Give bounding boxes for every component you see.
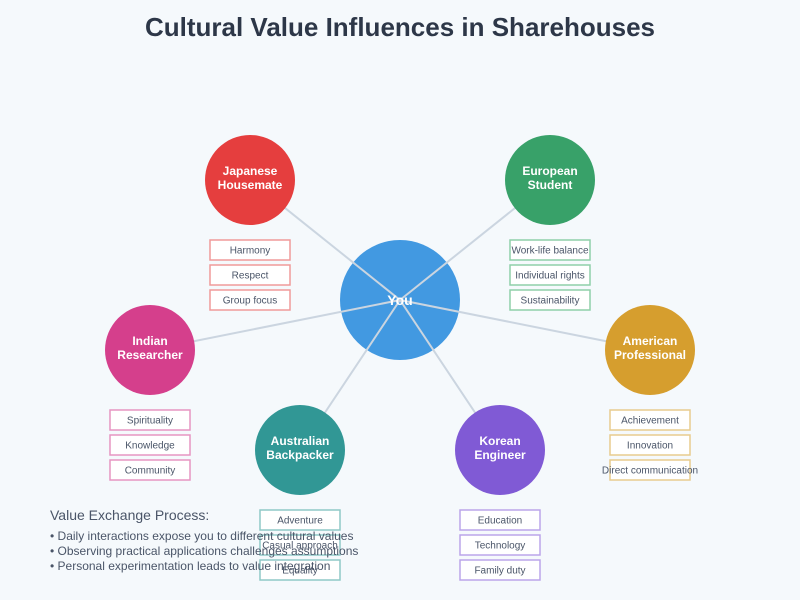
node-korean: KoreanEngineerEducationTechnologyFamily … — [455, 405, 545, 581]
european-label-line: European — [522, 164, 577, 178]
value-label: Technology — [475, 541, 526, 552]
legend-item-1: • Daily interactions expose you to diffe… — [50, 529, 353, 543]
value-box — [259, 559, 341, 581]
value-box — [109, 459, 191, 481]
value-label: Innovation — [627, 441, 673, 452]
value-label: Community — [125, 466, 176, 477]
japanese-circle — [205, 135, 295, 225]
value-box — [509, 264, 591, 286]
value-label: Harmony — [230, 246, 271, 257]
value-label: Work-life balance — [511, 246, 589, 257]
american-label-line: American — [623, 334, 678, 348]
node-american: AmericanProfessionalAchievementInnovatio… — [602, 305, 698, 481]
value-label: Equality — [282, 566, 318, 577]
korean-label-line: Engineer — [474, 448, 526, 462]
value-box — [459, 559, 541, 581]
node-indian: IndianResearcherSpiritualityKnowledgeCom… — [105, 305, 195, 481]
australian-label-line: Backpacker — [266, 448, 334, 462]
value-label: Direct communication — [602, 466, 698, 477]
value-box — [459, 509, 541, 531]
value-box — [609, 459, 691, 481]
japanese-label-line: Housemate — [218, 178, 283, 192]
legend-title: Value Exchange Process: — [50, 507, 209, 523]
value-box — [509, 239, 591, 261]
value-box — [259, 509, 341, 531]
legend-item-2: • Observing practical applications chall… — [50, 544, 358, 558]
value-label: Knowledge — [125, 441, 175, 452]
value-label: Adventure — [277, 516, 323, 527]
australian-label-line: Australian — [271, 434, 330, 448]
indian-label-line: Researcher — [117, 348, 183, 362]
legend-item-3: • Personal experimentation leads to valu… — [50, 559, 330, 573]
page-title: Cultural Value Influences in Sharehouses — [144, 12, 656, 42]
center-label: You — [387, 292, 412, 308]
value-label: Education — [478, 516, 522, 527]
korean-circle — [455, 405, 545, 495]
value-box — [109, 409, 191, 431]
indian-label-line: Indian — [132, 334, 167, 348]
value-label: Individual rights — [515, 271, 584, 282]
value-box — [209, 239, 291, 261]
value-box — [509, 289, 591, 311]
value-label: Achievement — [621, 416, 679, 427]
korean-label-line: Korean — [479, 434, 520, 448]
value-box — [109, 434, 191, 456]
value-label: Casual approach — [262, 541, 338, 552]
indian-circle — [105, 305, 195, 395]
australian-circle — [255, 405, 345, 495]
value-box — [609, 409, 691, 431]
value-box — [259, 534, 341, 556]
european-label-line: Student — [528, 178, 573, 192]
value-label: Spirituality — [127, 416, 173, 427]
american-circle — [605, 305, 695, 395]
european-circle — [505, 135, 595, 225]
value-box — [209, 289, 291, 311]
value-label: Sustainability — [521, 296, 580, 307]
value-label: Group focus — [223, 296, 277, 307]
you-label: You — [387, 292, 412, 308]
legend: Value Exchange Process: • Daily interact… — [50, 507, 358, 573]
american-label-line: Professional — [614, 348, 686, 362]
value-box — [609, 434, 691, 456]
value-label: Family duty — [474, 566, 525, 577]
value-box — [459, 534, 541, 556]
value-box — [209, 264, 291, 286]
japanese-label-line: Japanese — [223, 164, 278, 178]
value-label: Respect — [232, 271, 269, 282]
